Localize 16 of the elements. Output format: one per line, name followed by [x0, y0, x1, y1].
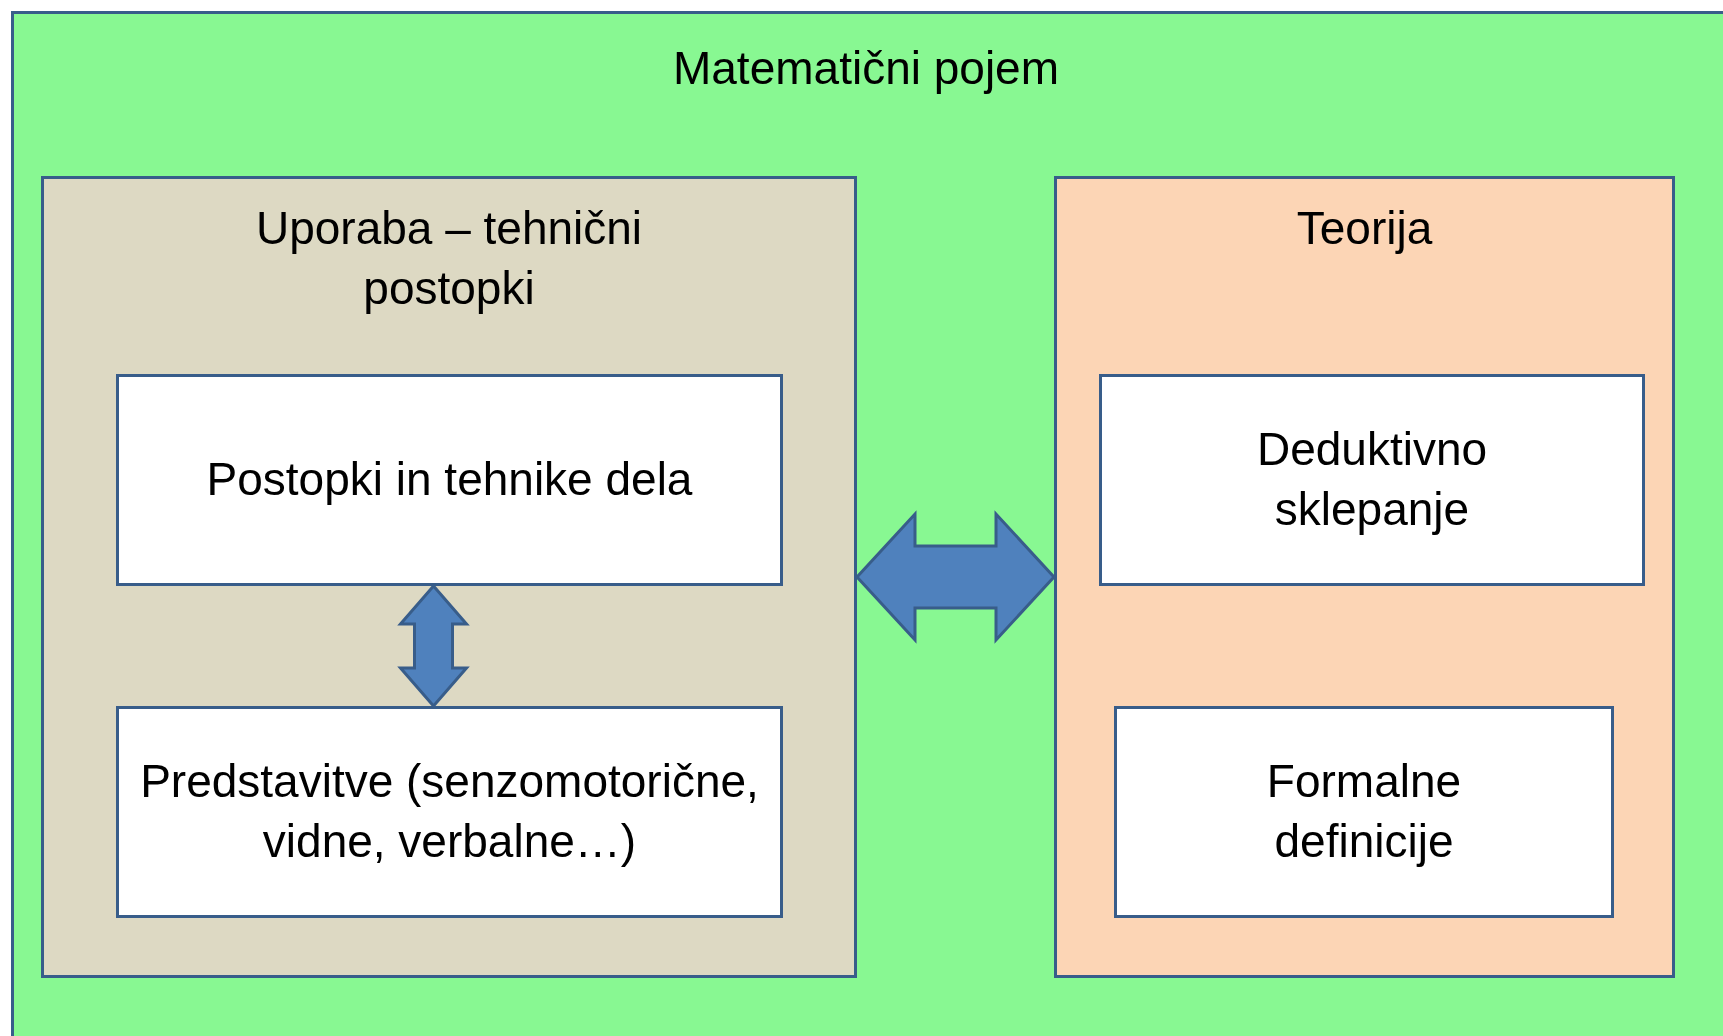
process-box	[1114, 706, 1614, 918]
process-box	[116, 374, 783, 586]
panel-heading: Teorija	[1296, 201, 1433, 256]
box-label: Predstavitve (senzomotorične, vidne, verbalne…)	[139, 754, 760, 869]
double-arrow	[397, 583, 470, 709]
box-label: Postopki in tehnike dela	[205, 452, 694, 508]
process-box	[116, 706, 783, 918]
group-panel	[41, 176, 857, 978]
panel-heading: Uporaba – tehnični postopki	[254, 201, 644, 316]
outer-panel	[11, 11, 1723, 1036]
process-box	[1099, 374, 1645, 586]
panel-heading: Matematični pojem	[672, 41, 1059, 96]
group-panel	[1054, 176, 1675, 978]
double-arrow	[854, 510, 1057, 644]
box-label: Deduktivno sklepanje	[1255, 422, 1489, 537]
box-label: Formalne definicije	[1265, 754, 1463, 869]
